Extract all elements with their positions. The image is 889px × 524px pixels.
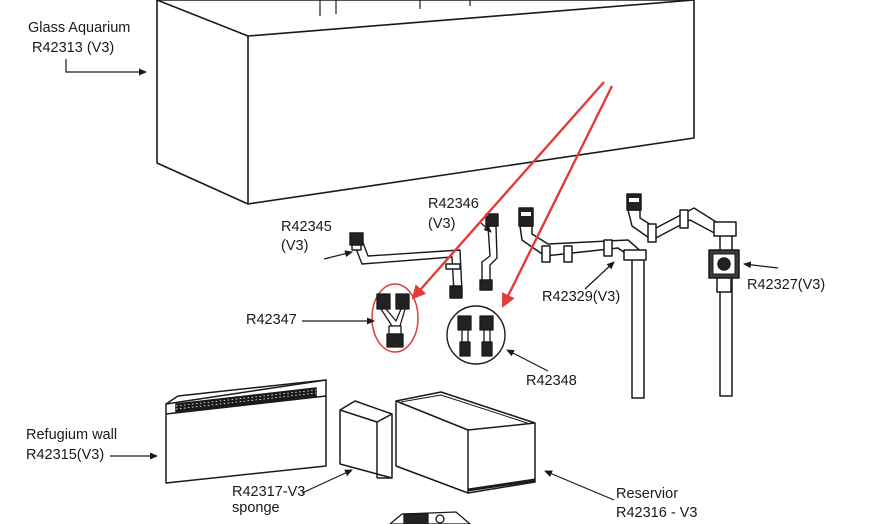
refugium-wall — [165, 379, 327, 484]
sponge — [339, 400, 393, 479]
fitting-r42347 — [371, 283, 419, 353]
fitting-r42348 — [446, 305, 506, 365]
label-r42345-ver: (V3) — [281, 238, 309, 254]
label-r42345-code: R42345 — [281, 219, 332, 235]
label-sponge-code: R42317-V3 — [232, 484, 306, 500]
label-reservoir-code: R42316 - V3 — [616, 505, 698, 521]
label-refugium-name: Refugium wall — [26, 427, 118, 443]
label-r42327: R42327(V3) — [747, 277, 826, 293]
label-refugium-code: R42315(V3) — [26, 447, 105, 463]
label-glass-aquarium-name: Glass Aquarium — [28, 20, 131, 36]
leader-lines — [65, 59, 779, 501]
highlight-circle-r42348 — [446, 305, 506, 365]
label-r42348: R42348 — [526, 373, 577, 389]
pipe-r42327 — [626, 193, 740, 397]
bottom-component — [389, 511, 471, 524]
pipe-r42345 — [349, 232, 463, 299]
label-r42346-code: R42346 — [428, 196, 479, 212]
label-r42329: R42329(V3) — [542, 289, 621, 305]
label-sponge-name: sponge — [232, 500, 280, 516]
label-r42346-ver: (V3) — [428, 216, 456, 232]
pipe-r42346 — [479, 213, 499, 291]
reservoir — [395, 391, 536, 494]
glass-aquarium — [156, 0, 695, 205]
highlight-arrows — [411, 81, 614, 308]
label-glass-aquarium-code: R42313 (V3) — [32, 40, 115, 56]
label-reservoir-name: Reservior — [616, 486, 679, 502]
pipe-r42329 — [518, 207, 647, 399]
label-r42347: R42347 — [246, 312, 297, 328]
